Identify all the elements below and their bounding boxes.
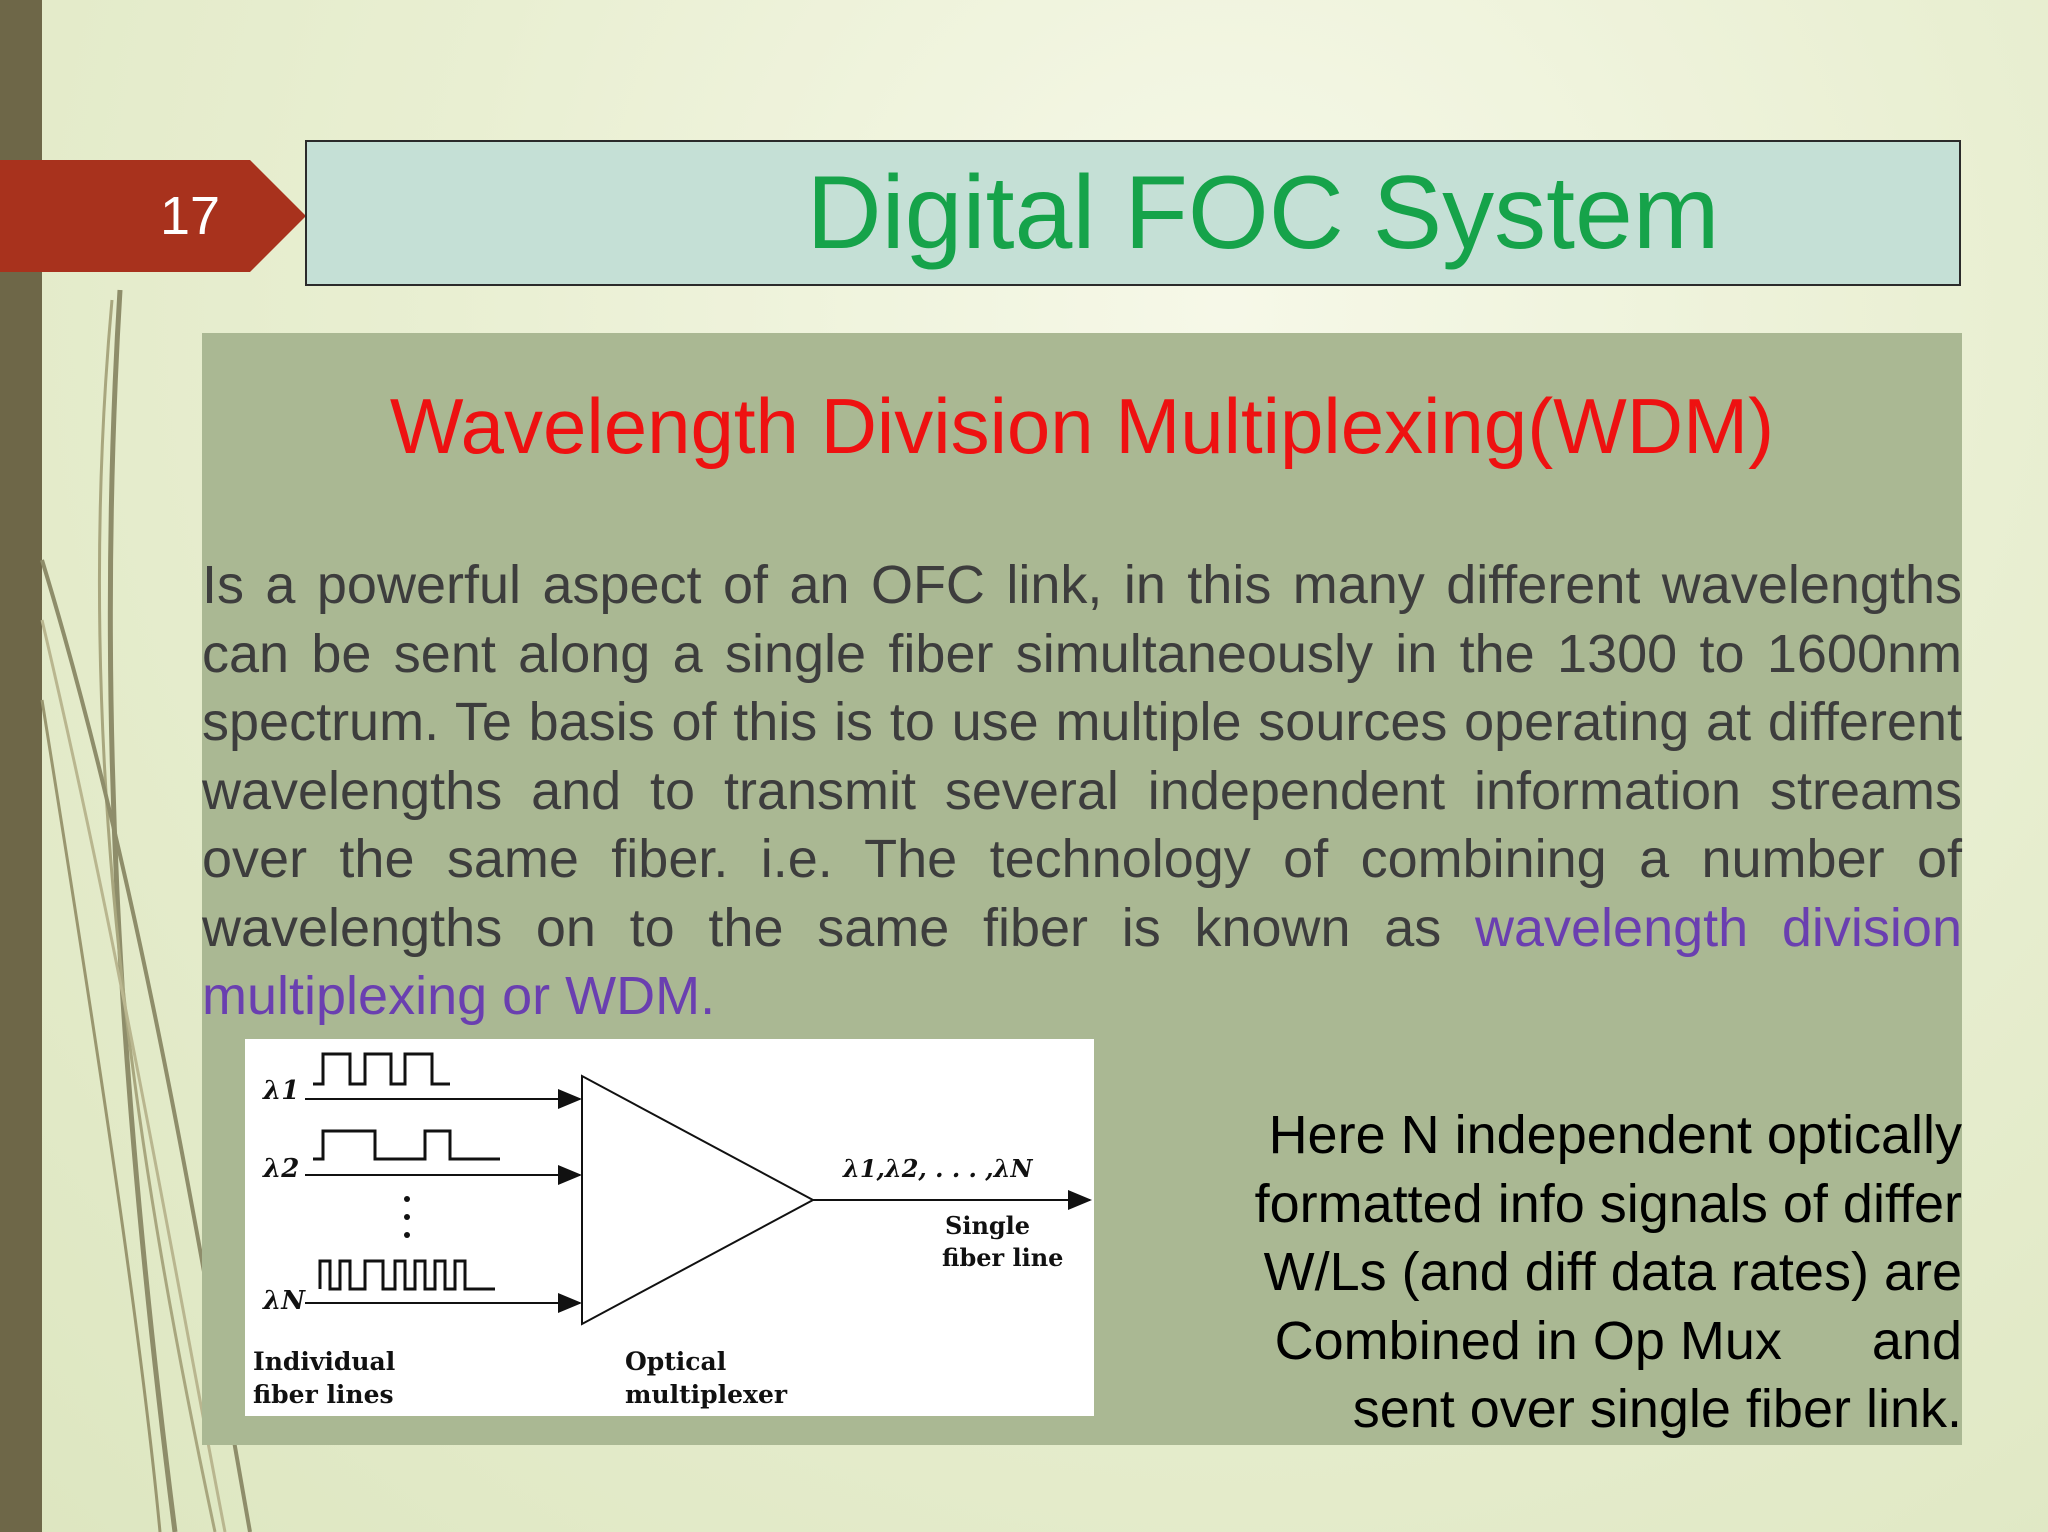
side-note: Here N independent optically formatted i… [1182, 1101, 1962, 1444]
lambda-n-label: λN [262, 1286, 306, 1316]
optical-mux-label-1: Optical [625, 1347, 726, 1376]
output-wavelengths-label: λ1,λ2, . . . ,λN [842, 1154, 1033, 1183]
side-note-line: Here N independent optically [1268, 1105, 1962, 1165]
optical-mux-label-2: multiplexer [625, 1380, 788, 1409]
side-note-line: sent over single fiber link. [1352, 1379, 1962, 1439]
pulse-train-2 [313, 1129, 500, 1161]
slide-number: 17 [160, 186, 221, 246]
slide-number-badge: 17 [0, 160, 306, 272]
ellipsis-dot [404, 1214, 410, 1220]
lambda-1-label: λ1 [262, 1076, 299, 1106]
side-note-line: formatted info signals of differ [1254, 1173, 1962, 1234]
wdm-diagram: λ1 λ2 λN λ1,λ2, . . . ,λN Single fiber l… [245, 1039, 1094, 1416]
ellipsis-dot [404, 1196, 410, 1202]
paragraph-text: Is a powerful aspect of an OFC link, in … [202, 555, 1962, 958]
title-box: Digital FOC System [305, 140, 1961, 286]
individual-fiber-label-2: fiber lines [253, 1380, 394, 1409]
content-panel: Wavelength Division Multiplexing(WDM) Is… [202, 333, 1962, 1445]
main-paragraph: Is a powerful aspect of an OFC link, in … [202, 551, 1962, 1031]
paragraph-highlight: wavelength division multiplexing or WDM. [202, 897, 1962, 1027]
single-fiber-label-1: Single [945, 1211, 1030, 1240]
pulse-train-1 [313, 1052, 450, 1086]
pulse-train-n [318, 1259, 495, 1291]
decorative-curves [40, 289, 252, 1532]
individual-fiber-label-1: Individual [253, 1347, 395, 1376]
wdm-diagram-svg: λ1 λ2 λN λ1,λ2, . . . ,λN Single fiber l… [253, 1052, 1092, 1409]
side-note-line: Combined in Op Mux and [1274, 1310, 1962, 1371]
lambda-2-label: λ2 [262, 1154, 299, 1184]
side-note-line: W/Ls (and diff data rates) are [1263, 1242, 1962, 1302]
ellipsis-dot [404, 1232, 410, 1238]
section-subtitle: Wavelength Division Multiplexing(WDM) [389, 382, 1775, 470]
multiplexer-triangle [581, 1074, 816, 1326]
slide-title: Digital FOC System [806, 154, 1720, 271]
single-fiber-label-2: fiber line [942, 1243, 1063, 1272]
